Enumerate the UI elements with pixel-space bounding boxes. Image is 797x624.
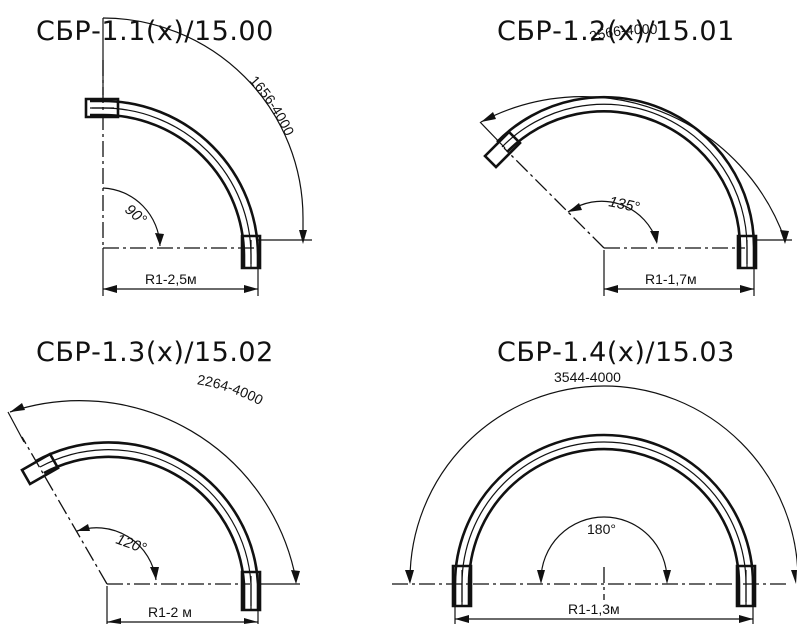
panel-2-title: СБР-1.2(х)/15.01 bbox=[497, 16, 735, 47]
arc-length-dimension: 3544-4000 bbox=[405, 369, 797, 584]
angle-label: 90° bbox=[121, 201, 149, 229]
arc-length-dimension: 2264-4000 bbox=[7, 371, 300, 585]
angle-label: 180° bbox=[587, 521, 616, 537]
center-line-diagonal bbox=[503, 147, 605, 249]
radius-dimension: R1-1,3м bbox=[454, 601, 754, 624]
panel-2: СБР-1.2(х)/15.01 2566-4000 135° bbox=[479, 16, 792, 296]
radius-label: R1-2,5м bbox=[145, 271, 197, 287]
radius-label: R1-1,7м bbox=[645, 271, 697, 287]
panel-1: СБР-1.1(х)/15.00 1656-4000 bbox=[36, 16, 312, 296]
angle-label: 135° bbox=[607, 193, 641, 216]
angle-dimension: 135° bbox=[567, 193, 659, 244]
cable-tray-bend bbox=[84, 97, 262, 270]
radius-dimension: R1-2 м bbox=[106, 586, 259, 624]
cable-tray-bend bbox=[483, 95, 758, 270]
arc-length-label: 1656-4000 bbox=[247, 72, 298, 138]
arc-length-label: 3544-4000 bbox=[554, 369, 621, 385]
radius-label: R1-2 м bbox=[148, 604, 192, 620]
panel-3: СБР-1.3(х)/15.02 2264-4000 120° bbox=[7, 337, 300, 624]
panel-4: СБР-1.4(х)/15.03 3544-4000 180° bbox=[392, 337, 797, 624]
arc-length-label: 2264-4000 bbox=[196, 371, 266, 408]
center-line-diagonal bbox=[21, 436, 108, 585]
radius-dimension: R1-1,7м bbox=[603, 250, 755, 296]
panel-1-title: СБР-1.1(х)/15.00 bbox=[36, 16, 274, 47]
radius-dimension: R1-2,5м bbox=[102, 248, 259, 296]
cable-tray-bend bbox=[20, 441, 262, 612]
angle-label: 120° bbox=[114, 531, 149, 558]
panel-3-title: СБР-1.3(х)/15.02 bbox=[36, 337, 274, 368]
angle-dimension: 120° bbox=[76, 524, 159, 581]
radius-label: R1-1,3м bbox=[568, 601, 620, 617]
cable-tray-bend bbox=[451, 433, 757, 608]
angle-dimension: 180° bbox=[537, 516, 671, 584]
panel-4-title: СБР-1.4(х)/15.03 bbox=[497, 337, 735, 368]
angle-dimension: 90° bbox=[102, 187, 164, 247]
